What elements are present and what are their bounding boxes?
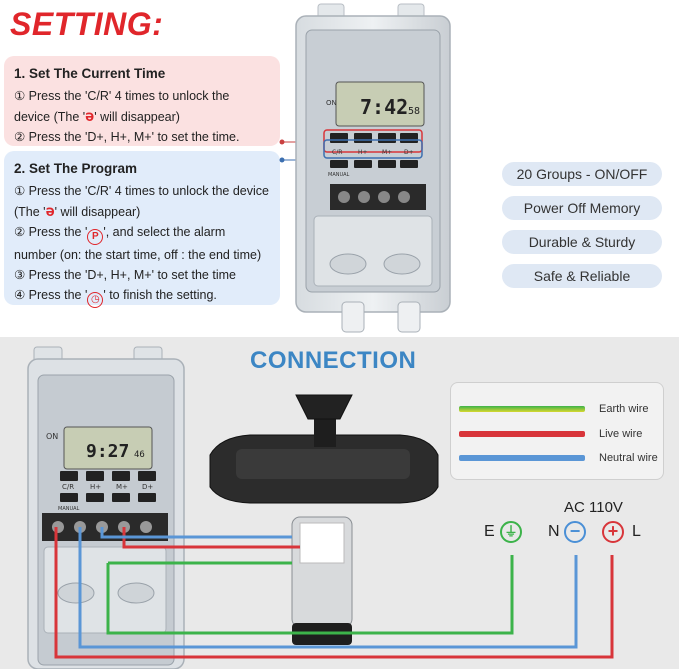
feature-badge: Durable & Sturdy [502, 230, 662, 254]
h-plus-button [354, 133, 372, 143]
earth-wire-swatch [459, 406, 585, 412]
step1-line3: ② Press the 'D+, H+, M+' to set the time… [14, 130, 240, 144]
svg-text:MANUAL: MANUAL [58, 506, 80, 512]
legend-label: Live wire [599, 428, 643, 440]
svg-text:C/R: C/R [62, 483, 74, 491]
step2-line3-a: ② Press the ' [14, 225, 88, 239]
legend-row-live: Live wire [459, 426, 659, 442]
step1-line2-b: ' will disappear) [94, 110, 180, 124]
feature-badge: 20 Groups - ON/OFF [502, 162, 662, 186]
step2-line2-b: ' will disappear) [54, 205, 141, 219]
svg-text:D+: D+ [142, 483, 153, 491]
wiring-diagram: ON 9:27 46 C/R H+ M+ D+ MANUAL [27, 346, 614, 669]
bottom-seconds-display: 46 [134, 450, 145, 460]
step2-line3-b: ', and select the alarm [103, 225, 226, 239]
connection-section: CONNECTION Earth wire Live wire Neutral … [0, 337, 679, 669]
live-letter: L [632, 523, 641, 540]
step2-line5: ③ Press the 'D+, H+, M+' to set the time [14, 268, 236, 282]
timer-device-image: ON 7:42 58 C/R H+ M+ D+ MANUAL [295, 3, 451, 333]
svg-text:H+: H+ [90, 483, 101, 491]
connection-title: CONNECTION [250, 347, 417, 374]
step2-line2: (The 'ə' will disappear) [14, 201, 270, 222]
step2-line3: ② Press the 'P', and select the alarm [14, 222, 270, 245]
d-plus-button [400, 133, 418, 143]
step2-line2-a: (The ' [14, 205, 46, 219]
program-icon: P [87, 229, 104, 245]
neutral-wire-swatch [459, 455, 585, 461]
h-plus-label: H+ [358, 149, 368, 156]
neutral-terminal-icon: − [564, 521, 586, 543]
step2-pointer-dot [279, 157, 285, 163]
lock-icon: ə [45, 202, 55, 220]
ac-voltage-label: AC 110V [564, 499, 623, 516]
legend-label: Earth wire [599, 403, 649, 415]
seconds-display: 58 [408, 106, 420, 117]
step2-box: 2. Set The Program ① Press the 'C/R' 4 t… [4, 151, 280, 308]
m-plus-label: M+ [382, 149, 392, 156]
clock-icon: ◷ [87, 292, 104, 308]
step1-pointer-dot [279, 139, 285, 145]
feature-badge: Power Off Memory [502, 196, 662, 220]
step2-line6-b: ' to finish the setting. [103, 288, 217, 302]
step1-line2-a: device (The ' [14, 110, 86, 124]
bottom-time-display: 9:27 [86, 441, 129, 462]
step1-title: 1. Set The Current Time [14, 66, 166, 81]
lock-icon: ə [85, 107, 95, 125]
legend-row-earth: Earth wire [459, 401, 659, 417]
step1-line2: device (The 'ə' will disappear) [14, 106, 270, 127]
earth-terminal-icon: ⏚ [500, 521, 522, 543]
step1-line1: ① Press the 'C/R' 4 times to unlock the [14, 89, 230, 103]
d-plus-label: D+ [404, 149, 414, 156]
step2-line4: number (on: the start time, off : the en… [14, 248, 262, 262]
m-plus-button [378, 133, 396, 143]
time-display: 7:42 [360, 95, 408, 119]
bottom-on-label: ON [46, 432, 58, 441]
button-highlight-blue [323, 139, 423, 159]
step1-box: 1. Set The Current Time ① Press the 'C/R… [4, 56, 280, 146]
neutral-letter: N [548, 523, 560, 540]
manual-label: MANUAL [328, 172, 350, 178]
wire-legend: Earth wire Live wire Neutral wire [450, 382, 664, 480]
setting-title: SETTING: [10, 6, 164, 42]
cr-button [330, 133, 348, 143]
step2-line1: ① Press the 'C/R' 4 times to unlock the … [14, 184, 269, 198]
live-terminal-icon: + [602, 521, 624, 543]
live-wire-swatch [459, 431, 585, 437]
svg-text:M+: M+ [116, 483, 128, 491]
step2-title: 2. Set The Program [14, 161, 138, 176]
feature-badge: Safe & Reliable [502, 264, 662, 288]
step2-line6-a: ④ Press the ' [14, 288, 88, 302]
on-label: ON [326, 99, 337, 107]
earth-letter: E [484, 523, 495, 540]
legend-label: Neutral wire [599, 452, 658, 464]
legend-row-neutral: Neutral wire [459, 450, 659, 466]
setting-section: SETTING: 1. Set The Current Time ① Press… [4, 3, 662, 333]
cr-label: C/R [332, 149, 342, 156]
step2-line6: ④ Press the '◷' to finish the setting. [14, 285, 270, 308]
